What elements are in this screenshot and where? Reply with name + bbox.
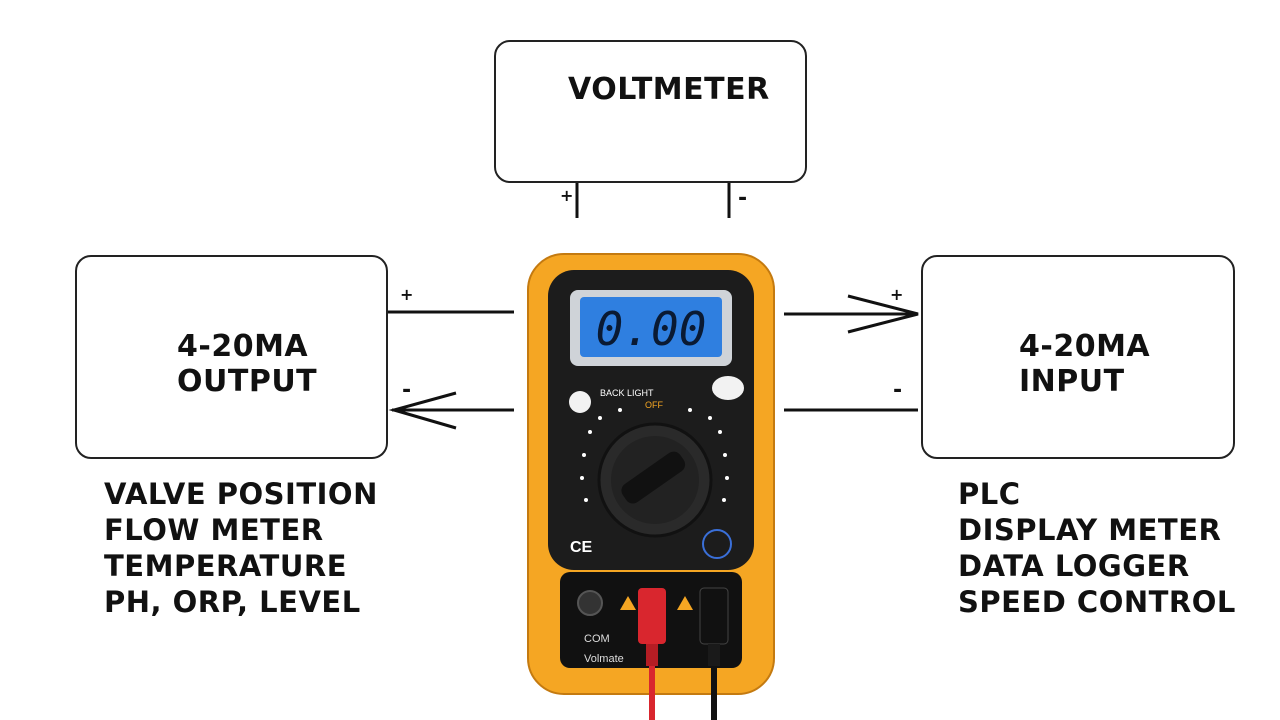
backlight-label: BACK LIGHT: [600, 388, 654, 398]
input-device-list: PLC DISPLAY METER DATA LOGGER SPEED CONT…: [958, 476, 1236, 620]
input-box-line1: 4-20MA: [1019, 329, 1151, 364]
output-box-line2: OUTPUT: [177, 364, 318, 399]
black-probe-plug: [699, 587, 729, 645]
arrow-left-icon: [388, 391, 457, 430]
voltmeter-minus-sign: -: [738, 186, 748, 211]
selector-knob: [621, 451, 686, 504]
hold-button: [712, 376, 744, 400]
output-box: 4-20MA OUTPUT: [75, 255, 388, 459]
output-minus-sign: -: [402, 378, 412, 403]
input-plus-sign: +: [890, 285, 904, 304]
ce-mark: CE: [570, 539, 593, 556]
input-minus-sign: -: [893, 378, 903, 403]
output-device-item: FLOW METER: [104, 513, 324, 547]
output-plus-sign: +: [400, 285, 414, 304]
input-box: 4-20MA INPUT: [921, 255, 1235, 459]
output-device-item: TEMPERATURE: [104, 549, 348, 583]
off-label: OFF: [645, 400, 663, 410]
com-label: COM: [584, 633, 610, 645]
input-device-item: DATA LOGGER: [958, 549, 1190, 583]
warning-icon: [620, 596, 636, 610]
voltmeter-title: VOLTMETER: [568, 72, 770, 107]
arrow-right-icon: [847, 294, 919, 334]
voltmeter-box: VOLTMETER: [494, 40, 807, 183]
input-device-item: SPEED CONTROL: [958, 585, 1236, 619]
red-probe-plug: [638, 588, 666, 644]
backlight-button: [569, 391, 591, 413]
input-device-item: PLC: [958, 477, 1021, 511]
output-device-item: VALVE POSITION: [104, 477, 378, 511]
voltmeter-plus-sign: +: [560, 186, 574, 205]
output-device-item: PH, ORP, LEVEL: [104, 585, 361, 619]
output-device-list: VALVE POSITION FLOW METER TEMPERATURE PH…: [104, 476, 378, 620]
warning-icon: [677, 596, 693, 610]
input-device-item: DISPLAY METER: [958, 513, 1222, 547]
dial-scale: [580, 408, 729, 502]
jack-10a: [577, 590, 603, 616]
red-probe-boot: [646, 644, 658, 666]
input-box-line2: INPUT: [1019, 364, 1125, 399]
brand-label: Volmate: [584, 653, 624, 665]
output-box-line1: 4-20MA: [177, 329, 309, 364]
black-probe-boot: [708, 644, 720, 666]
lcd-screen: [580, 297, 722, 357]
transistor-socket: [702, 529, 732, 559]
lcd-reading: 0.00: [596, 302, 707, 356]
